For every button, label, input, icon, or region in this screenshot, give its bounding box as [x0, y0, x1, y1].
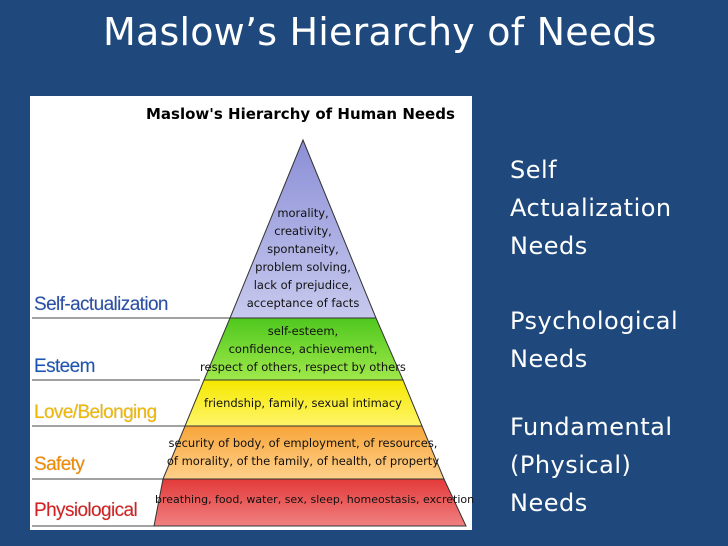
level-label-esteem: Esteem [34, 356, 95, 377]
group-self-actualization-needs: Self Actualization Needs [510, 151, 720, 265]
group-psychological-needs: Psychological Needs [510, 302, 720, 378]
band-line: morality, [277, 206, 329, 220]
group-line: Psychological [510, 307, 679, 335]
band-line: security of body, of employment, of reso… [168, 436, 438, 450]
band-line: acceptance of facts [246, 296, 360, 310]
band-line: spontaneity, [267, 242, 339, 256]
band-line: breathing, food, water, sex, sleep, home… [155, 493, 475, 506]
band-text-physiological: breathing, food, water, sex, sleep, home… [155, 491, 475, 509]
band-text-safety: security of body, of employment, of reso… [163, 434, 443, 470]
group-line: Needs [510, 232, 588, 260]
level-label-love-belonging: Love/Belonging [34, 402, 157, 423]
band-line: respect of others, respect by others [200, 360, 406, 374]
group-line: Needs [510, 345, 588, 373]
group-line: Fundamental [510, 413, 673, 441]
band-line: lack of prejudice, [253, 278, 353, 292]
level-label-safety: Safety [34, 454, 85, 475]
band-line: creativity, [274, 224, 332, 238]
band-text-esteem: self-esteem, confidence, achievement, re… [183, 322, 423, 376]
figure-title: Maslow's Hierarchy of Human Needs [146, 105, 455, 123]
band-line: of morality, of the family, of health, o… [166, 454, 440, 468]
band-text-love-belonging: friendship, family, sexual intimacy [183, 394, 423, 412]
group-line: Self [510, 156, 558, 184]
band-line: confidence, achievement, [228, 342, 378, 356]
maslow-pyramid-figure: Maslow's Hierarchy of Human Needs Self-a… [30, 96, 475, 530]
band-line: problem solving, [255, 260, 351, 274]
group-line: (Physical) [510, 451, 632, 479]
group-line: Needs [510, 489, 588, 517]
level-label-physiological: Physiological [34, 500, 138, 521]
group-fundamental-needs: Fundamental (Physical) Needs [510, 408, 720, 522]
level-label-self-actualization: Self-actualization [34, 294, 168, 315]
group-line: Actualization [510, 194, 672, 222]
band-line: friendship, family, sexual intimacy [204, 396, 402, 410]
slide-title: Maslow’s Hierarchy of Needs [103, 10, 657, 54]
band-physiological [153, 478, 467, 527]
band-line: self-esteem, [267, 324, 339, 338]
band-text-self-actualization: morality, creativity, spontaneity, probl… [203, 204, 403, 312]
pyramid-svg [32, 138, 467, 527]
